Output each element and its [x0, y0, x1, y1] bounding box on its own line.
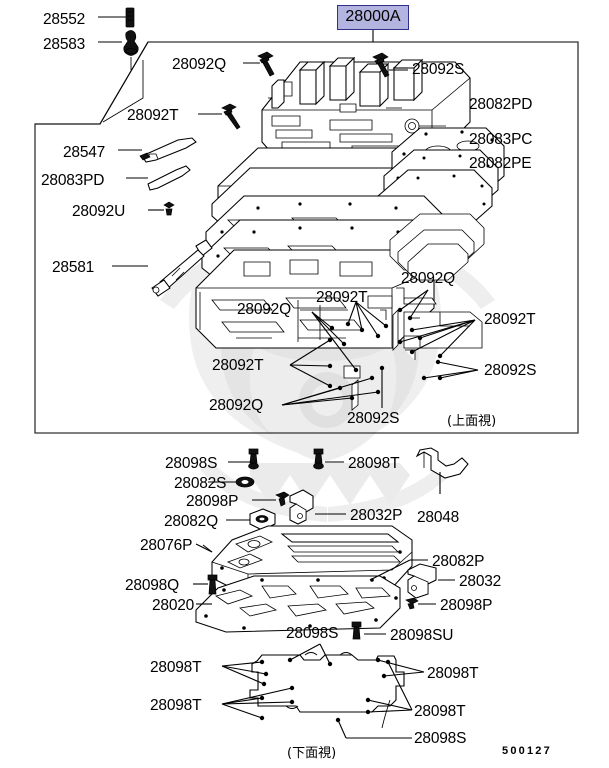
- label-28082s: 28082S: [174, 475, 226, 492]
- leader-28076p: [202, 544, 213, 553]
- label-28083pc: 28083PC: [469, 131, 532, 148]
- part-28092t-upper: [198, 103, 241, 130]
- part-28082q: [226, 508, 276, 531]
- label-28092s-b: 28092S: [484, 362, 536, 379]
- label-28547: 28547: [63, 144, 105, 161]
- label-28082p: 28082P: [432, 553, 484, 570]
- part-28082s: [208, 476, 255, 488]
- label-28098s-br: 28098S: [414, 730, 466, 747]
- highlighted-part-number-badge[interactable]: 28000A: [337, 5, 409, 30]
- label-28082pd: 28082PD: [469, 96, 532, 113]
- label-28581: 28581: [52, 259, 94, 276]
- part-28098p-upper: [252, 491, 290, 507]
- part-28092s-top: [372, 52, 408, 78]
- bottom-gasket-callouts: [221, 643, 425, 739]
- part-28098q: [193, 574, 218, 595]
- label-28082q: 28082Q: [164, 513, 218, 530]
- label-28048: 28048: [417, 509, 459, 526]
- label-28092s-a: 28092S: [412, 61, 464, 78]
- label-28098t-l1: 28098T: [150, 659, 202, 676]
- part-28583: [98, 30, 139, 56]
- part-28098s-mid: [228, 448, 259, 470]
- leader-28082p: [369, 559, 428, 581]
- label-28098su: 28098SU: [390, 627, 453, 644]
- label-28092q-c: 28092Q: [237, 301, 291, 318]
- label-28552: 28552: [43, 11, 85, 28]
- part-28092q-top: [243, 51, 275, 77]
- panel-guide-line-2: [102, 60, 144, 123]
- label-28098t-l2: 28098T: [150, 697, 202, 714]
- label-28092t-b: 28092T: [316, 289, 368, 306]
- part-28032p: [289, 489, 346, 525]
- label-28032: 28032: [459, 573, 501, 590]
- label-28098q: 28098Q: [125, 577, 179, 594]
- label-28092t-c: 28092T: [484, 311, 536, 328]
- part-28048: [415, 447, 469, 494]
- part-28092u: [148, 201, 175, 216]
- label-28098s-a: 28098S: [165, 455, 217, 472]
- label-28092t-a: 28092T: [127, 107, 179, 124]
- label-28076p: 28076P: [140, 537, 192, 554]
- label-28092q-d: 28092Q: [209, 397, 263, 414]
- callout-fan-group: [281, 287, 483, 411]
- part-28581: [112, 239, 213, 297]
- label-28098p-a: 28098P: [186, 493, 238, 510]
- panel-guide-line: [35, 41, 149, 125]
- bottom-gasket-outline: [249, 652, 405, 713]
- bottom-view-caption: (下面視): [287, 746, 336, 761]
- label-28083pd: 28083PD: [41, 172, 104, 189]
- label-28092t-d: 28092T: [212, 357, 264, 374]
- valve-body-assembly: [195, 56, 505, 349]
- part-28098t-mid: [313, 448, 344, 470]
- part-28552: [98, 7, 135, 28]
- label-28583: 28583: [43, 36, 85, 53]
- label-28082pe: 28082PE: [469, 155, 531, 172]
- label-28092s-c: 28092S: [347, 410, 399, 427]
- label-28098p-b: 28098P: [440, 597, 492, 614]
- part-28020-gasket: [195, 575, 401, 633]
- part-28098su: [351, 621, 386, 640]
- part-28098p-lower: [405, 597, 436, 610]
- label-28020: 28020: [152, 597, 195, 614]
- label-28098s-top: 28098S: [286, 625, 338, 642]
- drawing-code: 500127: [502, 745, 552, 757]
- label-28092q-a: 28092Q: [172, 56, 226, 73]
- label-28092q-b: 28092Q: [401, 270, 455, 287]
- part-28083pd: [126, 165, 191, 191]
- label-28098t-r1: 28098T: [427, 665, 479, 682]
- part-28032: [407, 563, 455, 599]
- label-28098t-a: 28098T: [348, 455, 400, 472]
- top-view-caption: (上面視): [447, 414, 496, 429]
- lower-valve-body: [195, 249, 435, 349]
- lower-gasket-stack-right: [389, 213, 485, 281]
- part-28547: [118, 137, 197, 163]
- label-28098t-r2: 28098T: [414, 703, 466, 720]
- label-28032p: 28032P: [350, 507, 402, 524]
- label-28092u: 28092U: [72, 203, 125, 220]
